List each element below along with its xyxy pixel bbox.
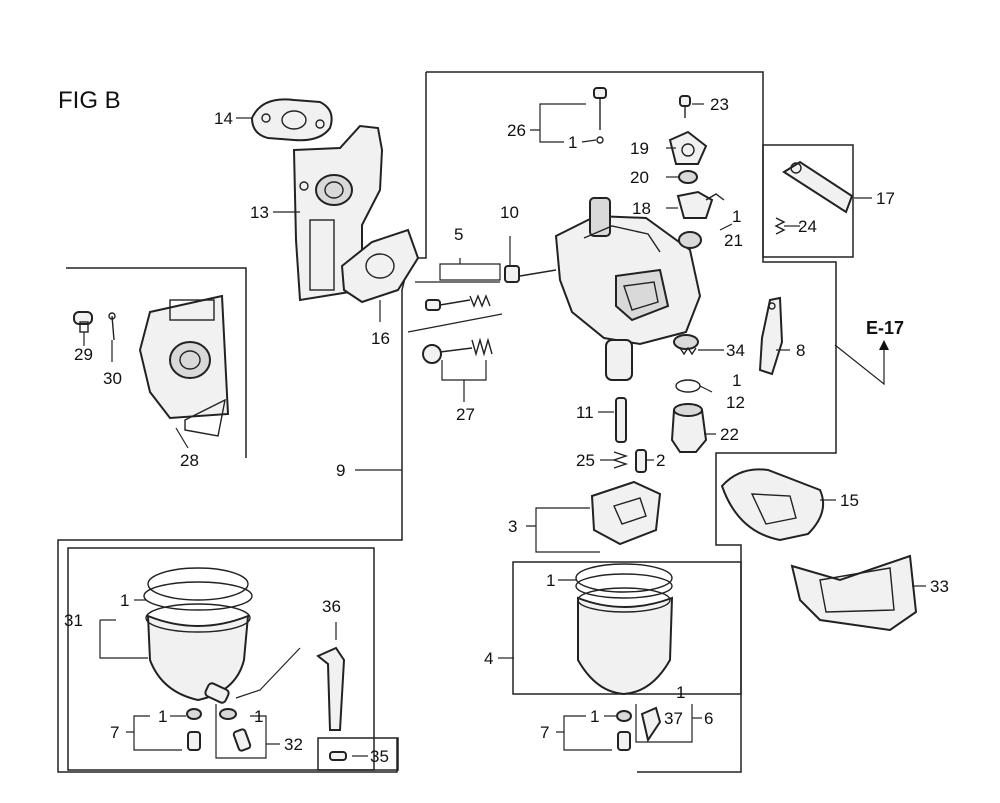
part-4-float-bowl xyxy=(575,563,674,696)
callout-23: 23 xyxy=(710,95,729,114)
figure-title: FIG B xyxy=(58,87,121,114)
part-21-oring xyxy=(678,231,702,249)
callout-20: 20 xyxy=(630,168,649,187)
part-24-spring xyxy=(774,217,786,235)
callout-21: 21 xyxy=(724,231,743,250)
part-20-spring xyxy=(678,170,698,184)
callout-24: 24 xyxy=(798,217,817,236)
callout-22: 22 xyxy=(720,425,739,444)
callout-4: 4 xyxy=(484,649,493,668)
box-27 xyxy=(407,313,503,333)
leader-lines xyxy=(83,103,926,759)
part-7-bolt-right xyxy=(616,710,632,751)
callout-25: 25 xyxy=(576,451,595,470)
carburetor-body xyxy=(519,197,702,381)
callout-1-e: 1 xyxy=(120,591,129,610)
callout-35: 35 xyxy=(370,747,389,766)
part-22-jet xyxy=(670,403,708,453)
part-19-cap xyxy=(668,130,708,165)
callout-33: 33 xyxy=(930,577,949,596)
part-26-screw xyxy=(593,87,607,144)
callout-36: 36 xyxy=(322,597,341,616)
callout-10: 10 xyxy=(500,203,519,222)
part-15-gasket xyxy=(720,468,824,542)
part-28-bracket xyxy=(138,294,230,437)
part-2-jet xyxy=(635,449,647,473)
part-16-gasket xyxy=(340,228,420,304)
callout-1-c: 1 xyxy=(732,371,741,390)
box-9-left xyxy=(57,72,427,773)
callout-11: 11 xyxy=(576,403,594,422)
part-32-drain-screw xyxy=(219,708,252,752)
callout-26: 26 xyxy=(507,121,526,140)
callout-13: 13 xyxy=(250,203,269,222)
callout-32: 32 xyxy=(284,735,303,754)
callout-30: 30 xyxy=(103,369,122,388)
part-10-spring xyxy=(504,265,520,283)
callout-31: 31 xyxy=(64,611,83,630)
callout-9: 9 xyxy=(336,461,345,480)
callout-1-d: 1 xyxy=(546,571,555,590)
callout-3: 3 xyxy=(508,517,517,536)
part-34-screw xyxy=(673,334,699,356)
part-23-screw xyxy=(679,95,691,118)
reference-arrow: E-17 xyxy=(834,318,904,386)
callout-5: 5 xyxy=(454,225,463,244)
callout-28: 28 xyxy=(180,451,199,470)
part-11-tube xyxy=(615,397,627,443)
part-7-bolt-left xyxy=(186,708,202,751)
callout-12: 12 xyxy=(726,393,745,412)
part-8-link xyxy=(758,296,784,376)
bowl-assy-box-31 xyxy=(67,547,375,771)
part-18-float xyxy=(676,190,725,219)
part-33-bracket xyxy=(790,554,918,632)
part-37-screw xyxy=(640,706,662,743)
part-35-clip xyxy=(329,751,347,761)
callout-1-f: 1 xyxy=(158,707,167,726)
callout-1-i: 1 xyxy=(676,683,685,702)
part-14-gasket xyxy=(250,98,333,142)
callout-7-right: 7 xyxy=(540,723,549,742)
callout-27: 27 xyxy=(456,405,475,424)
callout-1-h: 1 xyxy=(590,707,599,726)
part-30-pin xyxy=(108,312,116,341)
callout-8: 8 xyxy=(796,341,805,360)
callout-numbers: 14 13 16 26 1 23 19 20 18 1 21 17 24 5 1… xyxy=(64,95,949,766)
callout-34: 34 xyxy=(726,341,745,360)
box-28 xyxy=(66,267,247,458)
callout-15: 15 xyxy=(840,491,859,510)
part-29-cap xyxy=(73,311,93,333)
part-36-hose xyxy=(316,646,346,731)
callout-37: 37 xyxy=(664,709,683,728)
box-35 xyxy=(317,737,399,771)
part-31-float-bowl xyxy=(143,567,253,704)
reference-label: E-17 xyxy=(866,318,904,338)
callout-6: 6 xyxy=(704,709,713,728)
part-17-lever xyxy=(782,160,854,214)
callout-1-a: 1 xyxy=(568,133,577,152)
callout-17: 17 xyxy=(876,189,895,208)
callout-1-g: 1 xyxy=(254,707,263,726)
callout-7-left: 7 xyxy=(110,723,119,742)
callout-14: 14 xyxy=(214,109,233,128)
part-25-spring xyxy=(611,451,629,469)
part-3-float xyxy=(590,480,662,546)
part-27-throttle-screw xyxy=(422,337,493,364)
part-12-oring xyxy=(675,379,701,393)
callout-18: 18 xyxy=(632,199,651,218)
box-17-24 xyxy=(762,144,854,258)
callout-1-b: 1 xyxy=(732,207,741,226)
callout-19: 19 xyxy=(630,139,649,158)
callout-29: 29 xyxy=(74,345,93,364)
callout-2: 2 xyxy=(656,451,665,470)
part-5-pilot-screw xyxy=(425,294,491,311)
callout-16: 16 xyxy=(371,329,390,348)
